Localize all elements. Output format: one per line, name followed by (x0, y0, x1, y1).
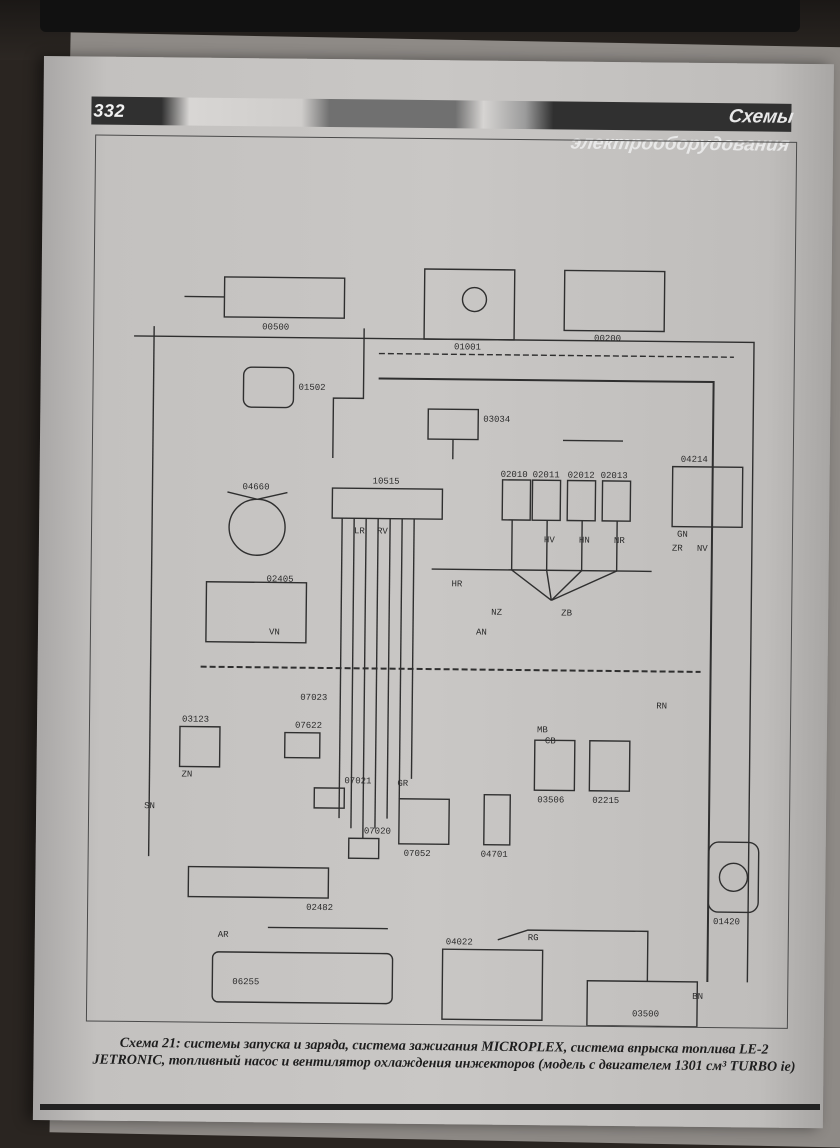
wire-label: GN (676, 529, 688, 540)
component-label: 04022 (445, 937, 473, 948)
wire-label: ZR (671, 543, 683, 554)
wire-label: VN (268, 627, 280, 638)
component-label: 00500 (262, 322, 290, 333)
component-label: 04214 (680, 454, 708, 465)
component-label: 00200 (594, 333, 622, 345)
wire-label: SN (144, 801, 156, 812)
component-label: 07021 (344, 776, 372, 787)
component-label: 07052 (403, 848, 431, 860)
component-label: 03034 (483, 414, 511, 425)
wire-label: ZB (561, 608, 573, 619)
schematic-frame: 00500 01001 00200 01502 03034 04660 1051… (85, 134, 798, 1029)
book-page: 332 Схемы электрооборудования (32, 56, 834, 1129)
page-bottom-edge (40, 1104, 820, 1110)
component-label: 02012 (567, 470, 595, 481)
component-label: 07020 (363, 826, 391, 837)
component-label: 02405 (266, 574, 294, 585)
wire-label: AN (475, 627, 487, 638)
wire-label: HR (451, 579, 463, 590)
wire-label: NV (696, 543, 708, 554)
wiring-diagram (134, 268, 760, 1028)
wire-label: CB (544, 736, 556, 747)
wire-label: MB (536, 725, 548, 736)
figure-caption: Схема 21: системы запуска и заряда, сист… (92, 1035, 796, 1075)
component-label: 02482 (306, 902, 334, 914)
component-label: 02010 (500, 469, 528, 481)
component-label: 10515 (372, 476, 400, 487)
component-label: 06255 (232, 977, 260, 988)
component-00500-box (223, 276, 346, 319)
component-label: 04701 (480, 849, 508, 860)
component-label: 02215 (592, 795, 620, 807)
wire-label: NZ (491, 607, 503, 618)
component-label: 03123 (182, 714, 210, 725)
component-label: 01420 (712, 917, 741, 928)
component-label: 02013 (600, 470, 628, 482)
wire-label: HV (543, 535, 555, 546)
component-label: 02011 (532, 470, 560, 481)
keyboard-edge (40, 0, 800, 32)
section-title: Схемы электрооборудования (569, 106, 796, 156)
component-label: 07023 (300, 692, 328, 704)
component-label: 01001 (453, 342, 482, 353)
wire-label: NR (613, 535, 625, 547)
component-label: 01502 (298, 382, 326, 393)
wire-label: ZN (181, 769, 193, 780)
wire-label: RG (527, 933, 539, 944)
component-label: 07622 (294, 720, 323, 731)
wire-label: RN (656, 701, 668, 712)
wire-label: RV (376, 526, 388, 537)
component-label: 03500 (631, 1009, 660, 1020)
component-label: 04660 (242, 482, 270, 493)
wire-label: HN (578, 535, 590, 546)
wire-label: LR (353, 526, 365, 537)
wire-label: AR (217, 929, 229, 940)
wire-label: GR (397, 778, 409, 789)
page-number: 332 (93, 100, 126, 121)
component-label: 03506 (537, 795, 565, 806)
wire-label: BN (692, 991, 704, 1002)
